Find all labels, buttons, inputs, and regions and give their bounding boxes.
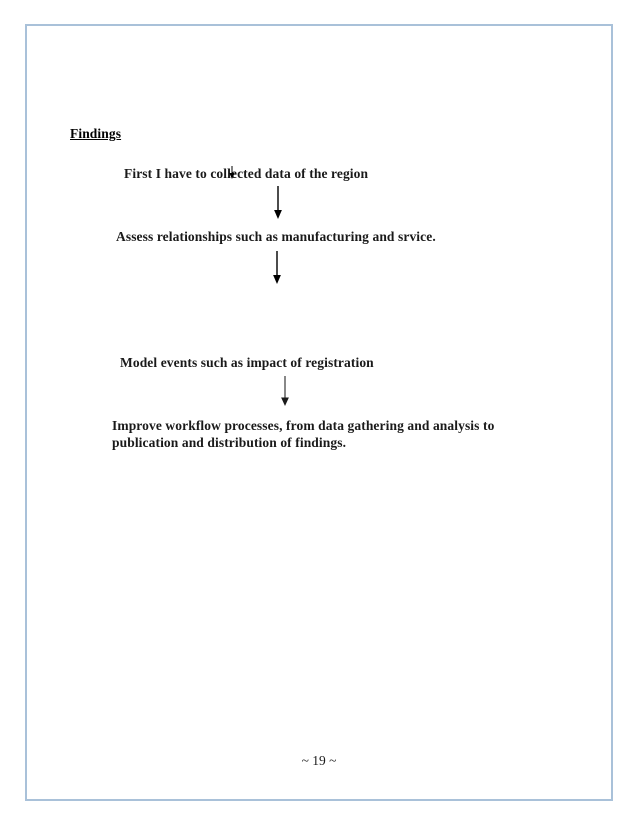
page-title: Findings — [70, 126, 122, 141]
page-number: ~ 19 ~ — [301, 753, 337, 768]
arrow-down-1-icon — [271, 186, 285, 220]
page-border — [25, 24, 613, 801]
stray-arrowhead-icon — [229, 166, 235, 180]
arrow-down-2-icon — [270, 251, 284, 285]
flow-step-1: First I have to collected data of the re… — [124, 166, 369, 181]
flow-step-2: Assess relationships such as manufacturi… — [116, 229, 436, 244]
flow-step-3: Model events such as impact of registrat… — [120, 355, 374, 370]
arrow-down-3-icon — [278, 376, 292, 407]
flow-step-4: Improve workflow processes, from data ga… — [112, 418, 495, 450]
